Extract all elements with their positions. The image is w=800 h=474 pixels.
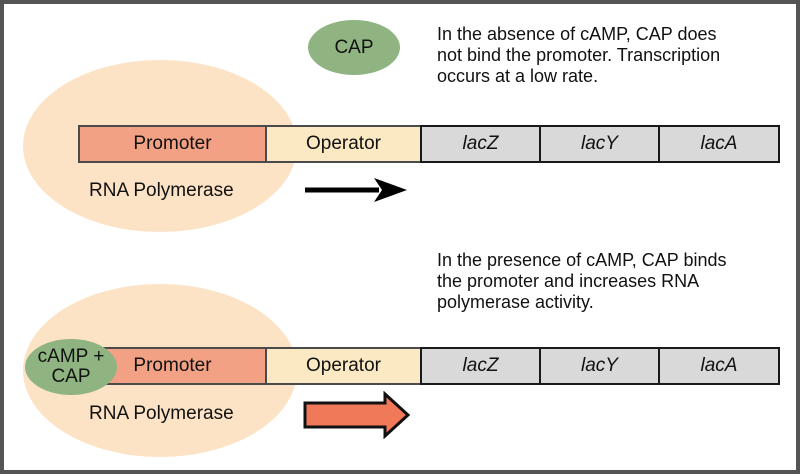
gene-lacZ-top: lacZ <box>420 125 541 163</box>
caption-presence-of-camp: In the presence of cAMP, CAP binds the p… <box>437 250 757 313</box>
gene-lacY-bottom: lacY <box>539 347 660 385</box>
caption-line: polymerase activity. <box>437 292 594 312</box>
caption-line: occurs at a low rate. <box>437 66 599 86</box>
operator-label: Operator <box>306 355 381 376</box>
promoter-segment-top: Promoter <box>78 125 267 163</box>
gene-lacY-top: lacY <box>539 125 660 163</box>
transcription-arrow-low-rate-icon <box>305 178 407 202</box>
rna-polymerase-label-bottom: RNA Polymerase <box>89 403 234 424</box>
lacY-label: lacY <box>581 133 618 154</box>
gene-lacZ-bottom: lacZ <box>420 347 541 385</box>
transcription-arrow-increased-icon <box>303 391 411 439</box>
lacZ-label: lacZ <box>462 133 499 154</box>
lacA-label: lacA <box>700 133 738 154</box>
caption-absence-of-camp: In the absence of cAMP, CAP does not bin… <box>437 24 757 87</box>
lacZ-label: lacZ <box>462 355 499 376</box>
operator-label: Operator <box>306 133 381 154</box>
caption-line: the promoter and increases RNA <box>437 271 700 291</box>
caption-line: In the presence of cAMP, CAP binds <box>437 250 727 270</box>
operator-segment-top: Operator <box>265 125 422 163</box>
lacA-label: lacA <box>700 355 738 376</box>
cap-protein-ellipse-top: CAP <box>308 20 400 75</box>
gene-lacA-top: lacA <box>658 125 780 163</box>
caption-line: In the absence of cAMP, CAP does <box>437 24 717 44</box>
rna-polymerase-label-top: RNA Polymerase <box>89 180 234 201</box>
operator-segment-bottom: Operator <box>265 347 422 385</box>
camp-cap-label-line: cAMP + <box>37 346 105 367</box>
promoter-label: Promoter <box>133 355 212 376</box>
lacY-label: lacY <box>581 355 618 376</box>
promoter-label: Promoter <box>133 133 212 154</box>
camp-cap-label-line: CAP <box>51 366 91 387</box>
camp-cap-complex-ellipse: cAMP + CAP <box>25 339 117 395</box>
cap-label: CAP <box>334 36 374 58</box>
gene-lacA-bottom: lacA <box>658 347 780 385</box>
caption-line: not bind the promoter. Transcription <box>437 45 721 65</box>
